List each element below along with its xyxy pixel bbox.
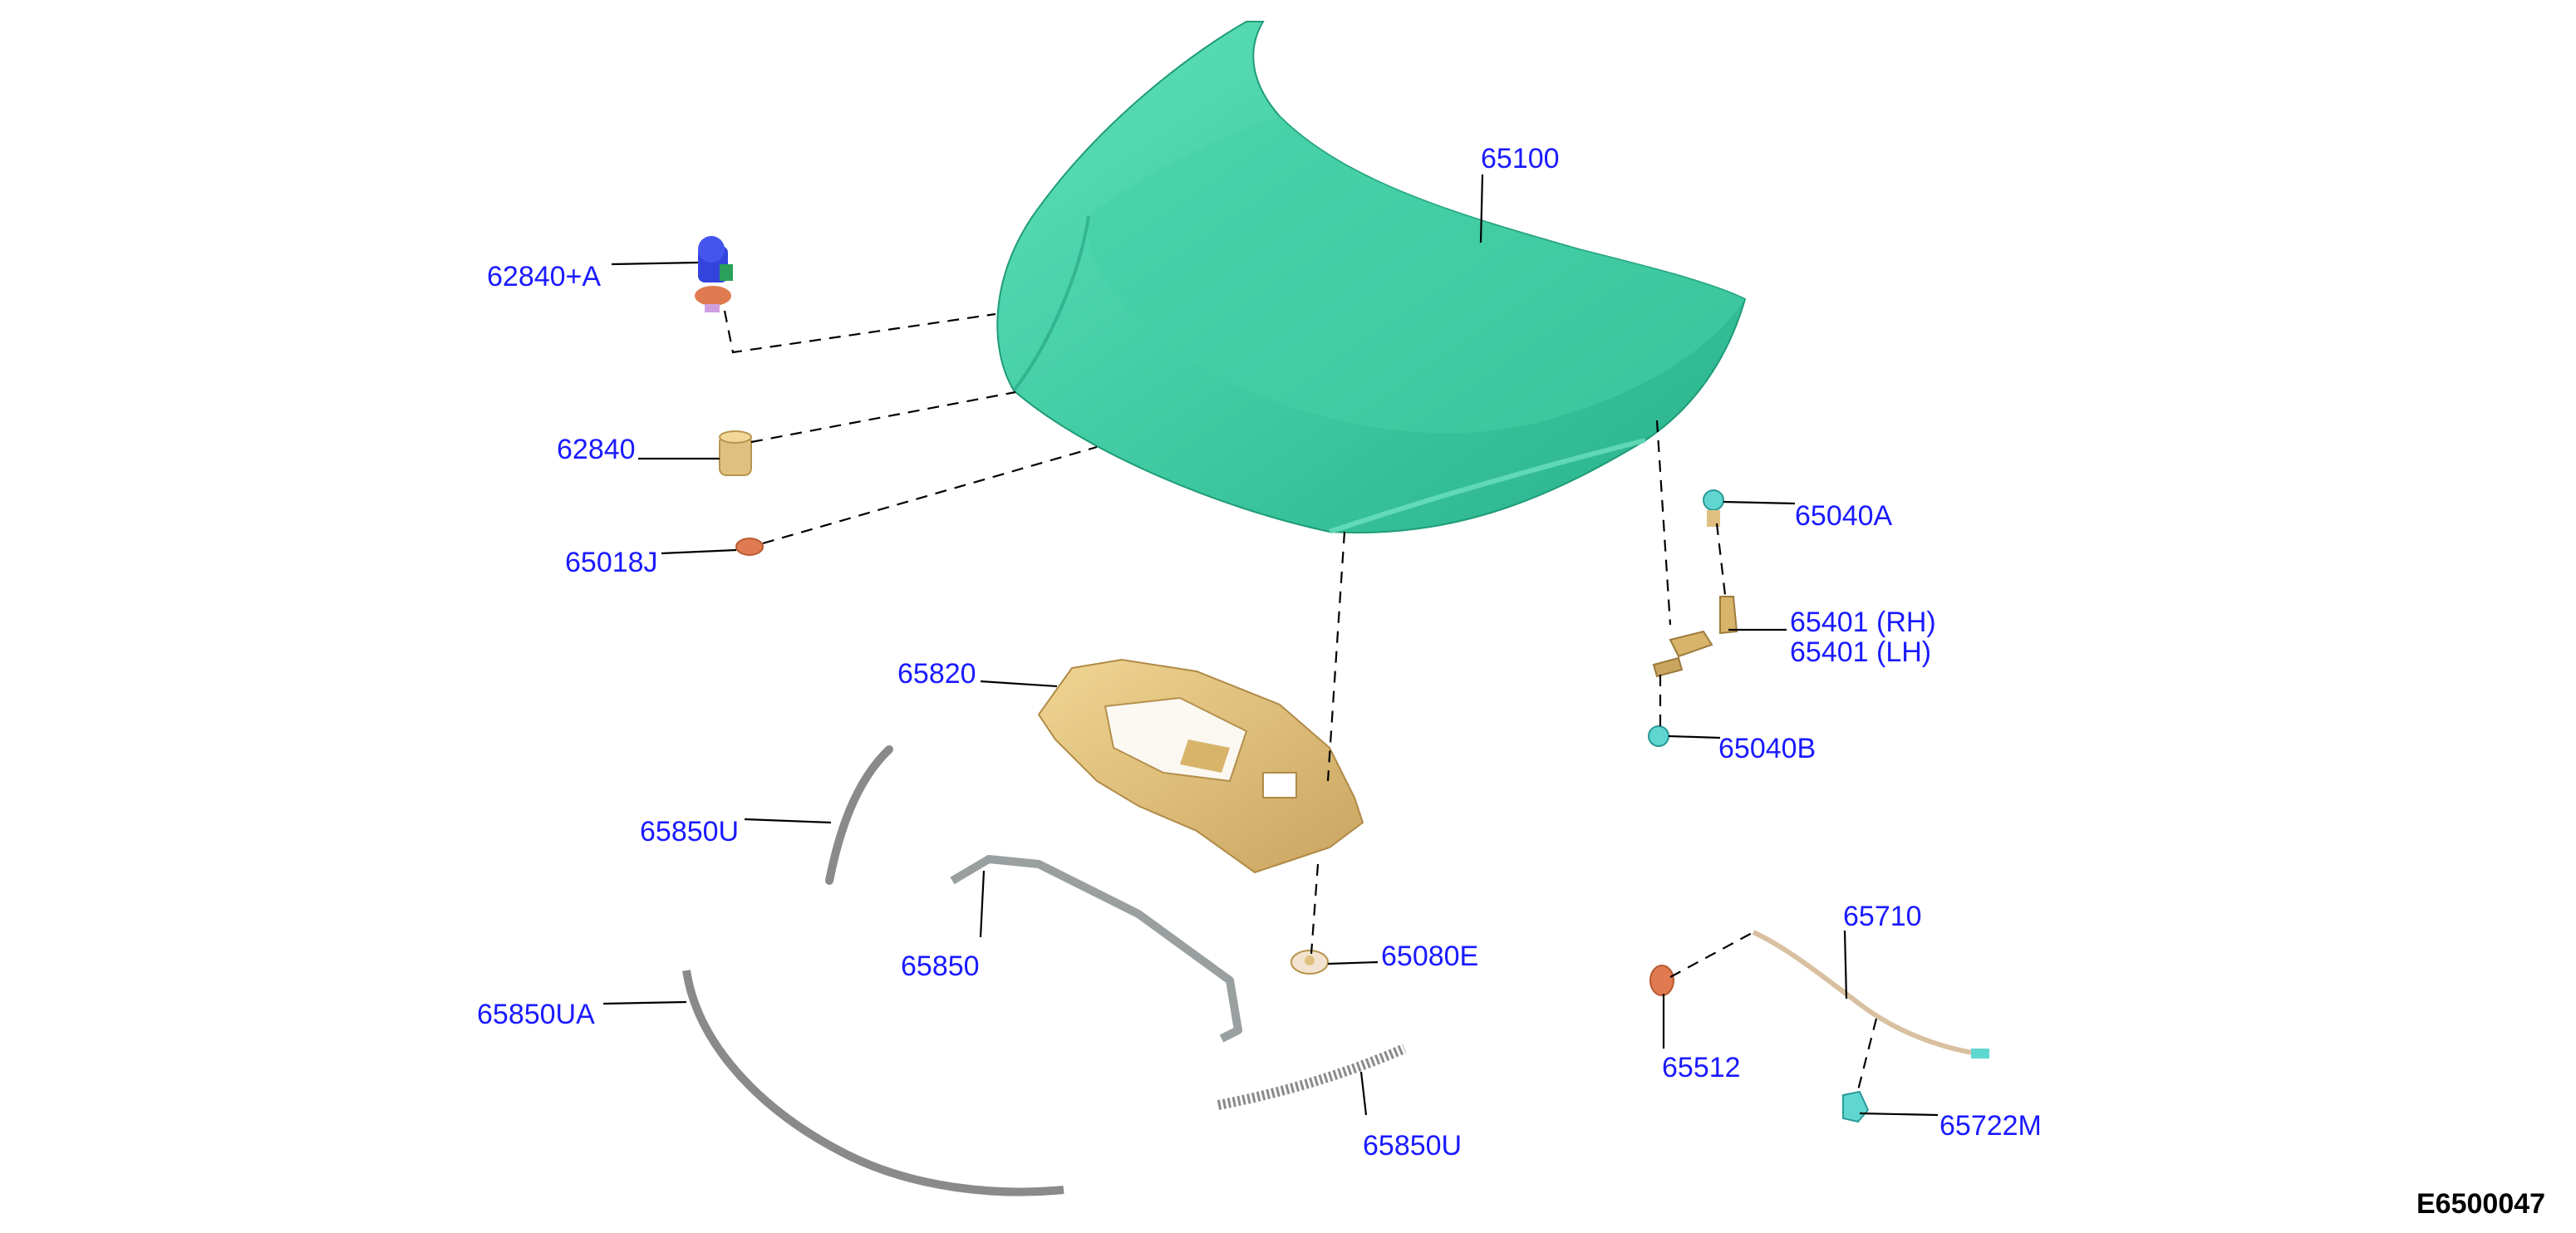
- hood-lock-part[interactable]: [695, 236, 733, 312]
- label-65401-lh[interactable]: 65401 (LH): [1790, 636, 1931, 668]
- leader-65040B: [1668, 734, 1721, 739]
- dashed-line-clip-a: [1715, 523, 1727, 596]
- leader-65722M: [1859, 1112, 1939, 1117]
- label-65850UA[interactable]: 65850UA: [477, 999, 595, 1030]
- diagram-code: E6500047: [2416, 1188, 2545, 1220]
- label-65820[interactable]: 65820: [897, 658, 976, 690]
- handle-part[interactable]: [1649, 965, 1674, 996]
- hood-seal-lower-part[interactable]: [1217, 1044, 1407, 1110]
- leader-65820: [980, 680, 1058, 688]
- leader-65850U2: [1359, 1071, 1368, 1116]
- clip-b-part[interactable]: [1648, 725, 1669, 747]
- hood-seal-rear-part[interactable]: [682, 970, 1064, 1196]
- hood-seal-upper-side-part[interactable]: [825, 745, 893, 885]
- label-62840[interactable]: 62840: [557, 434, 636, 465]
- label-65850U-lower[interactable]: 65850U: [1363, 1130, 1462, 1162]
- leader-65100: [1479, 174, 1484, 243]
- leader-65850: [979, 870, 986, 938]
- leader-65850UA: [602, 1000, 687, 1005]
- label-65100[interactable]: 65100: [1481, 143, 1560, 174]
- dashed-line-bumper: [750, 391, 1016, 444]
- leader-65040A: [1723, 500, 1796, 505]
- label-65040A[interactable]: 65040A: [1795, 500, 1893, 532]
- release-handle-part[interactable]: [1842, 1090, 1870, 1123]
- cable-end: [1971, 1049, 1989, 1059]
- label-65710[interactable]: 65710: [1843, 901, 1922, 932]
- leader-62840A: [611, 261, 699, 266]
- damper-part[interactable]: [735, 538, 764, 556]
- hood-bumper-part[interactable]: [719, 430, 752, 476]
- label-65512[interactable]: 65512: [1662, 1052, 1741, 1083]
- dashed-line-release: [1856, 1018, 1878, 1091]
- clip-part[interactable]: [1290, 950, 1329, 975]
- hood-panel[interactable]: [996, 21, 1747, 534]
- label-65401-rh[interactable]: 65401 (RH): [1790, 607, 1936, 638]
- dashed-line-hood-hinge: [1655, 420, 1672, 626]
- hood-insulator-part[interactable]: [1037, 658, 1364, 874]
- dashed-line-handle: [1669, 931, 1754, 978]
- label-65080E[interactable]: 65080E: [1381, 941, 1478, 972]
- dashed-line-insulator-clip: [1310, 863, 1320, 955]
- label-65722M[interactable]: 65722M: [1939, 1110, 2042, 1142]
- clip-a-part[interactable]: [1703, 489, 1724, 527]
- leader-65710: [1843, 930, 1848, 1000]
- leader-65850U: [744, 818, 832, 824]
- label-65040B[interactable]: 65040B: [1718, 733, 1816, 764]
- dashed-line-lock: [723, 310, 996, 354]
- dashed-line-damper: [762, 445, 1098, 545]
- hood-seal-front-part[interactable]: [950, 855, 1242, 1043]
- label-62840A[interactable]: 62840+A: [487, 261, 601, 292]
- release-cable-part[interactable]: [1752, 930, 1979, 1056]
- leader-65018J: [661, 548, 737, 555]
- leader-65080E: [1327, 960, 1379, 965]
- dashed-line-hood-insulator: [1326, 531, 1346, 782]
- label-65850[interactable]: 65850: [901, 951, 980, 982]
- label-65850U[interactable]: 65850U: [640, 816, 739, 847]
- hood-hinge-part[interactable]: [1652, 596, 1738, 678]
- label-65018J[interactable]: 65018J: [565, 547, 658, 578]
